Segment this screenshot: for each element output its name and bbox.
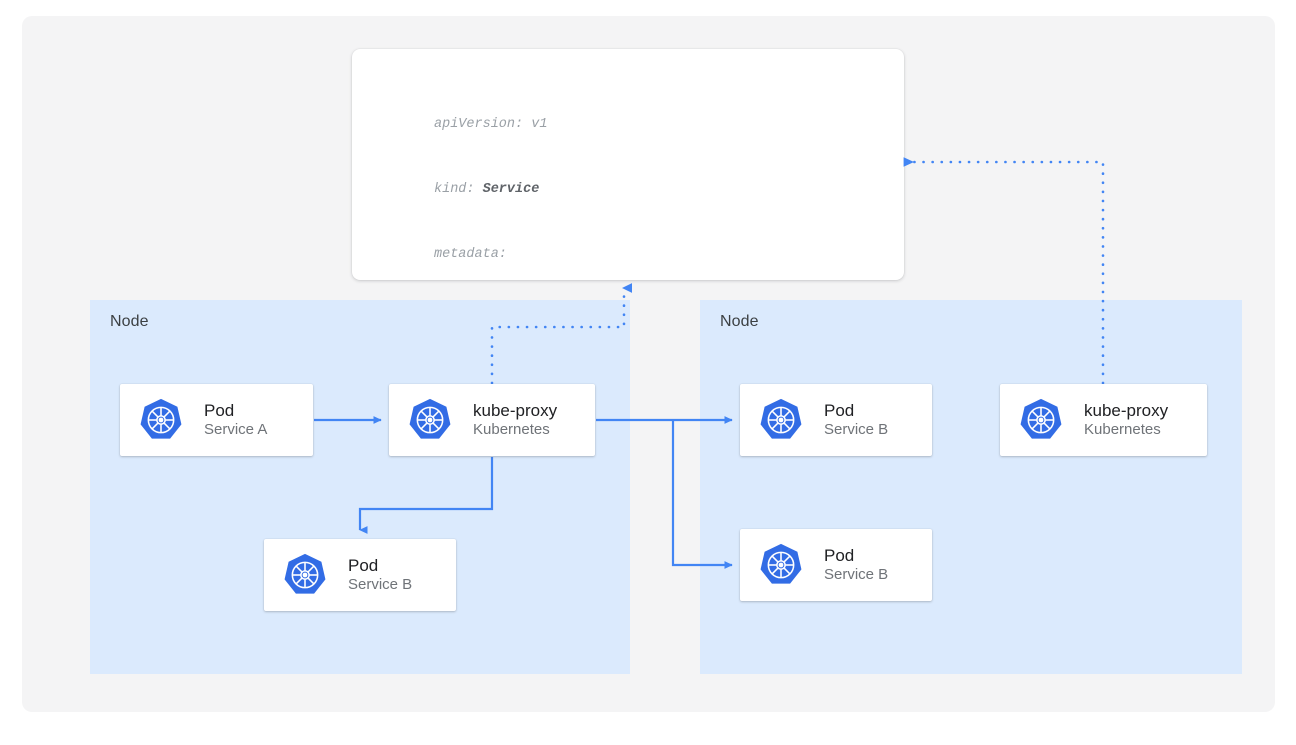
card-subtitle: Service B (824, 421, 889, 439)
yaml-kind-value: Service (482, 181, 540, 197)
card-subtitle: Kubernetes (473, 421, 550, 439)
card-title: kube-proxy (473, 401, 558, 421)
yaml-line-metadata: metadata: (434, 246, 507, 262)
card-labels: Pod Service B (824, 546, 888, 584)
kubernetes-logo-icon (760, 543, 802, 584)
card-labels: Pod Service A (204, 401, 267, 439)
node-right-label: Node (720, 313, 759, 330)
node-right: Node (700, 300, 1242, 674)
kubernetes-logo-icon (1020, 398, 1062, 439)
card-pod-service-b-local[interactable]: Pod Service B (264, 539, 456, 611)
card-title: Pod (204, 401, 235, 421)
card-pod-service-b-2[interactable]: Pod Service B (740, 529, 932, 601)
card-title: Pod (824, 546, 855, 566)
card-title: kube-proxy (1084, 401, 1169, 421)
card-pod-service-a[interactable]: Pod Service A (120, 384, 313, 456)
card-title: Pod (824, 401, 855, 421)
service-manifest-code: apiVersion: v1 kind: Service metadata: n… (434, 71, 766, 280)
card-labels: kube-proxy Kubernetes (1084, 401, 1168, 439)
service-manifest-card: apiVersion: v1 kind: Service metadata: n… (352, 49, 904, 280)
kubernetes-logo-icon (760, 398, 802, 439)
card-subtitle: Kubernetes (1084, 421, 1161, 439)
card-subtitle: Service B (824, 566, 889, 584)
node-left-label: Node (110, 313, 149, 330)
kubernetes-logo-icon (409, 398, 451, 439)
card-kube-proxy-right[interactable]: kube-proxy Kubernetes (1000, 384, 1207, 456)
kubernetes-logo-icon (284, 553, 326, 594)
yaml-line-kind: kind: Service (434, 181, 540, 197)
card-kube-proxy-left[interactable]: kube-proxy Kubernetes (389, 384, 595, 456)
diagram-canvas: apiVersion: v1 kind: Service metadata: n… (22, 16, 1275, 712)
kubernetes-logo-icon (140, 398, 182, 439)
node-left: Node (90, 300, 630, 674)
card-title: Pod (348, 556, 379, 576)
card-labels: Pod Service B (824, 401, 888, 439)
card-labels: Pod Service B (348, 556, 412, 594)
card-pod-service-b-1[interactable]: Pod Service B (740, 384, 932, 456)
card-subtitle: Service A (204, 421, 268, 439)
yaml-line-apiversion: apiVersion: v1 (434, 117, 548, 133)
card-subtitle: Service B (348, 576, 413, 594)
card-labels: kube-proxy Kubernetes (473, 401, 557, 439)
